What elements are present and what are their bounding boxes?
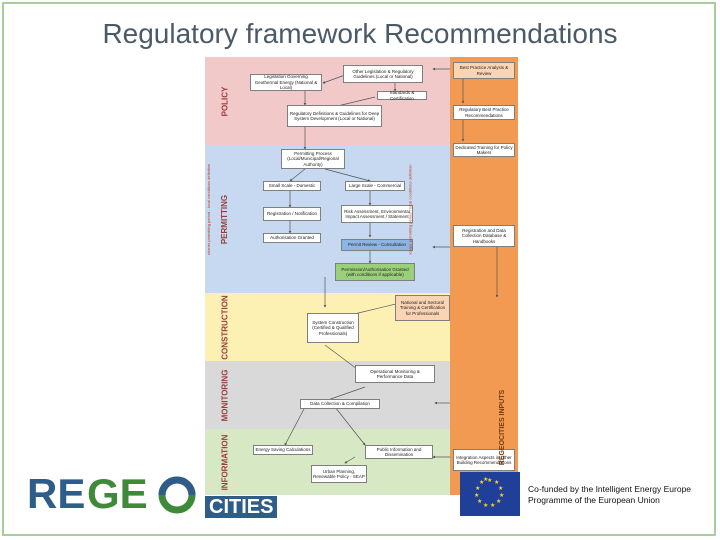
regeocities-inputs-label: REGEOCITIES INPUTS bbox=[499, 389, 507, 465]
svg-text:★: ★ bbox=[499, 492, 504, 499]
box-national-training: National and Sectoral Training & Certifi… bbox=[395, 295, 450, 321]
svg-text:★: ★ bbox=[479, 479, 484, 486]
side-label-left: shorter permitting period - local condit… bbox=[206, 163, 212, 256]
slide-title: Regulatory framework Recommendations bbox=[102, 18, 618, 49]
box-legislation-governing: Legislation Governing Geothermal Energy … bbox=[250, 74, 322, 91]
logo-text-cities: CITIES bbox=[205, 496, 278, 518]
box-dedicated-training: Dedicated Training for Policy Makers bbox=[453, 143, 515, 157]
box-small-scale: Small Scale - Domestic bbox=[263, 181, 321, 191]
svg-text:★: ★ bbox=[477, 498, 482, 505]
box-public-information: Public Information and Dissemination bbox=[365, 445, 433, 459]
svg-text:★: ★ bbox=[483, 502, 488, 509]
eu-stars-icon: ★★★ ★★★ ★★★ ★★★ bbox=[474, 476, 504, 509]
box-registration: Registration / Notification bbox=[263, 207, 321, 221]
box-authorization-granted: Authorisation Granted bbox=[263, 233, 321, 243]
logo-text-ge: GE bbox=[87, 470, 148, 517]
svg-text:★: ★ bbox=[483, 476, 488, 483]
svg-text:★: ★ bbox=[474, 492, 479, 499]
svg-text:★: ★ bbox=[490, 502, 495, 509]
svg-text:★: ★ bbox=[498, 485, 503, 492]
box-permission-granted: Permission/Authorisation Granted (with c… bbox=[335, 263, 415, 281]
box-permit-review: Permit Review - Consultation bbox=[341, 239, 413, 251]
logo-text-re: RE bbox=[27, 470, 86, 517]
box-energy-saving: Energy Saving Calculations bbox=[253, 445, 313, 455]
regeocities-logo: RE GE CITIES bbox=[27, 470, 317, 518]
band-information: INFORMATION bbox=[205, 429, 450, 495]
eu-cofunding-text: Co-funded by the Intelligent Energy Euro… bbox=[528, 484, 692, 505]
box-registration-database: Registration and Data Collection Databas… bbox=[453, 225, 515, 247]
svg-text:★: ★ bbox=[494, 479, 499, 486]
svg-text:★: ★ bbox=[496, 498, 501, 505]
box-regulatory-definitions: Regulatory Definitions & Guidelines for … bbox=[287, 105, 382, 127]
box-data-collection: Data Collection & Compilation bbox=[300, 399, 380, 409]
box-regulatory-best-practice: Regulatory Best Practice Recommendations bbox=[453, 105, 515, 120]
box-large-scale: Large Scale - Commercial bbox=[345, 181, 405, 191]
box-other-legislation: Other Legislation & Regulatory Guideline… bbox=[343, 65, 423, 83]
box-system-construction: System Construction (Certified & Qualifi… bbox=[307, 313, 359, 343]
regeocities-inputs-label-wrap: REGEOCITIES INPUTS bbox=[497, 387, 509, 467]
connector-arrows bbox=[284, 67, 499, 464]
globe-icon bbox=[158, 476, 196, 514]
box-urban-planning: Urban Planning, Renewable Policy - SEAP bbox=[311, 465, 367, 483]
regulatory-framework-diagram: POLICY PERMITTING CONSTRUCTION MONITORIN… bbox=[205, 57, 518, 495]
side-label-right: longer permitting period - local conditi… bbox=[407, 164, 413, 255]
box-operational-monitoring: Operational Monitoring & Performance Dat… bbox=[355, 365, 435, 383]
svg-text:★: ★ bbox=[487, 477, 492, 484]
regeocities-inputs-column bbox=[450, 57, 518, 495]
box-best-practice-analysis: Best Practice Analysis & Review bbox=[453, 62, 515, 79]
box-integration-aspects: Integration Aspects in Other Building Re… bbox=[453, 449, 515, 471]
box-risk-assessment: Risk Assessment, Environmental Impact As… bbox=[341, 205, 413, 223]
box-permitting-process: Permitting Process (Local/Municipal/Regi… bbox=[281, 149, 345, 169]
box-standards: Standards & Certification bbox=[377, 90, 427, 101]
svg-text:★: ★ bbox=[475, 485, 480, 492]
eu-flag: ★★★ ★★★ ★★★ ★★★ bbox=[460, 472, 520, 516]
